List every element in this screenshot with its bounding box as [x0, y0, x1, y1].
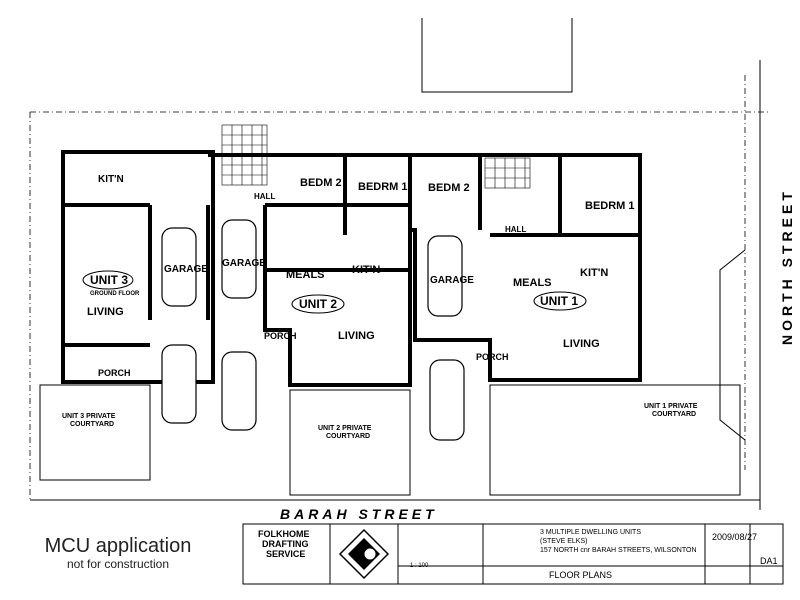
svg-text:UNIT 2: UNIT 2 [299, 297, 337, 311]
room-porch-u3: PORCH [98, 368, 131, 378]
drawing-number: DA1 [760, 556, 778, 566]
room-bedrm1-u1: BEDRM 1 [585, 200, 635, 212]
room-garage-u3: GARAGE [164, 264, 208, 275]
room-kitn-u1: KIT'N [580, 267, 608, 279]
svg-text:UNIT 1 PRIVATE: UNIT 1 PRIVATE [644, 403, 698, 410]
parked-cars [161, 219, 465, 441]
svg-text:UNIT 2 PRIVATE: UNIT 2 PRIVATE [318, 425, 372, 432]
mcu-title: MCU application [44, 535, 192, 557]
drawing-date: 2009/08/27 [712, 532, 757, 542]
site-address: 157 NORTH cnr BARAH STREETS, WILSONTON [540, 547, 697, 554]
mcu-watermark: MCU application not for construction [28, 535, 208, 571]
room-kitn-u3: KIT'N [98, 174, 124, 185]
unit-1-marker: UNIT 1 [533, 291, 587, 311]
svg-text:COURTYARD: COURTYARD [652, 411, 696, 418]
courtyard-u3-label: UNIT 3 PRIVATE COURTYARD [62, 413, 116, 428]
svg-text:COURTYARD: COURTYARD [70, 421, 114, 428]
room-meals-u1: MEALS [513, 277, 552, 289]
room-living-u2: LIVING [338, 330, 375, 342]
courtyard-outlines [39, 249, 746, 496]
room-meals-u2: MEALS [286, 269, 325, 281]
courtyard-u2-label: UNIT 2 PRIVATE COURTYARD [318, 425, 372, 440]
room-garage-u2b: GARAGE [430, 275, 474, 286]
property-boundary [29, 75, 770, 501]
unit-3-subtitle: GROUND FLOOR [90, 291, 140, 297]
room-bedm2-u1: BEDM 2 [428, 182, 470, 194]
firm-name-line3: SERVICE [266, 549, 305, 559]
svg-text:UNIT 1: UNIT 1 [540, 294, 578, 308]
room-hall-u2: HALL [254, 192, 275, 201]
client-name: (STEVE ELKS) [540, 538, 587, 545]
sheet-title: FLOOR PLANS [549, 570, 612, 580]
unit-3-marker: UNIT 3 GROUND FLOOR [82, 270, 140, 297]
room-living-u1: LIVING [563, 338, 600, 350]
drawing-scale: 1 : 100 [410, 563, 429, 569]
bathroom-tiles [221, 124, 531, 189]
room-porch-u1: PORCH [476, 352, 509, 362]
north-arrow-logo [338, 528, 390, 580]
room-hall-u1: HALL [505, 225, 526, 234]
svg-text:UNIT 3 PRIVATE: UNIT 3 PRIVATE [62, 413, 116, 420]
title-block [242, 523, 784, 585]
courtyard-u1-label: UNIT 1 PRIVATE COURTYARD [644, 403, 698, 418]
job-description: 3 MULTIPLE DWELLING UNITS [540, 529, 641, 536]
firm-name-line1: FOLKHOME [258, 529, 310, 539]
mcu-subtitle: not for construction [66, 557, 170, 571]
svg-text:COURTYARD: COURTYARD [326, 433, 370, 440]
neighbour-building [421, 18, 573, 93]
room-bedrm1-u2: BEDRM 1 [358, 181, 408, 193]
svg-text:UNIT 3: UNIT 3 [90, 273, 128, 287]
unit-2-marker: UNIT 2 [291, 294, 345, 314]
street-name-barah: BARAH STREET [280, 506, 438, 522]
room-kitn-u2: KIT'N [352, 264, 380, 276]
room-garage-u2a: GARAGE [222, 258, 266, 269]
street-name-north: NORTH STREET [779, 188, 795, 345]
unit-1-walls [410, 153, 642, 382]
unit-3-walls [61, 150, 215, 384]
firm-name-line2: DRAFTING [262, 539, 309, 549]
room-porch-u2: PORCH [264, 331, 297, 341]
room-bedm2-u2: BEDM 2 [300, 177, 342, 189]
room-living-u3: LIVING [87, 306, 124, 318]
